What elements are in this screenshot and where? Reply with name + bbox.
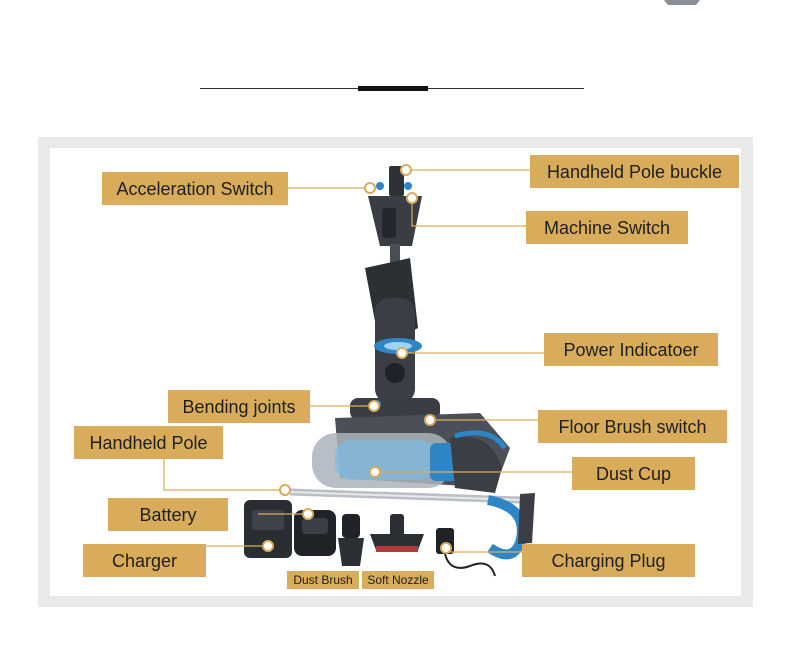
label-soft-nozzle: Soft Nozzle: [362, 571, 434, 589]
battery-pack: [294, 510, 336, 556]
label-battery: Battery: [108, 498, 228, 531]
handle-top: [368, 166, 422, 246]
corner-decoration: [664, 0, 700, 5]
hose-handle: [486, 493, 535, 560]
extension-tube: [289, 488, 521, 504]
label-power-indicator: Power Indicatoer: [544, 333, 718, 366]
motor-body: [365, 258, 422, 403]
dust-brush-accessory: [338, 514, 364, 566]
label-handheld-pole-buckle: Handheld Pole buckle: [530, 155, 739, 188]
label-acceleration-switch: Acceleration Switch: [102, 172, 288, 205]
leader-handheld-pole: [163, 458, 285, 491]
label-charging-plug: Charging Plug: [522, 544, 695, 577]
leader-lines: [163, 169, 572, 553]
label-bending-joints: Bending joints: [168, 390, 310, 423]
label-dust-cup: Dust Cup: [572, 457, 695, 490]
anchor-dots: [262, 164, 452, 554]
label-dust-brush: Dust Brush: [287, 571, 359, 589]
label-charger: Charger: [83, 544, 206, 577]
divider-accent: [358, 86, 428, 91]
label-machine-switch: Machine Switch: [526, 211, 688, 244]
label-handheld-pole: Handheld Pole: [74, 426, 223, 459]
diagram-panel: Handheld Pole buckle Acceleration Switch…: [50, 148, 741, 596]
label-floor-brush-switch: Floor Brush switch: [538, 410, 727, 443]
leader-machine-switch: [411, 198, 526, 227]
dust-cup: [312, 430, 508, 493]
vacuum-illustration: [163, 164, 572, 577]
diagram-frame: Handheld Pole buckle Acceleration Switch…: [38, 137, 753, 607]
soft-nozzle-accessory: [370, 514, 424, 552]
